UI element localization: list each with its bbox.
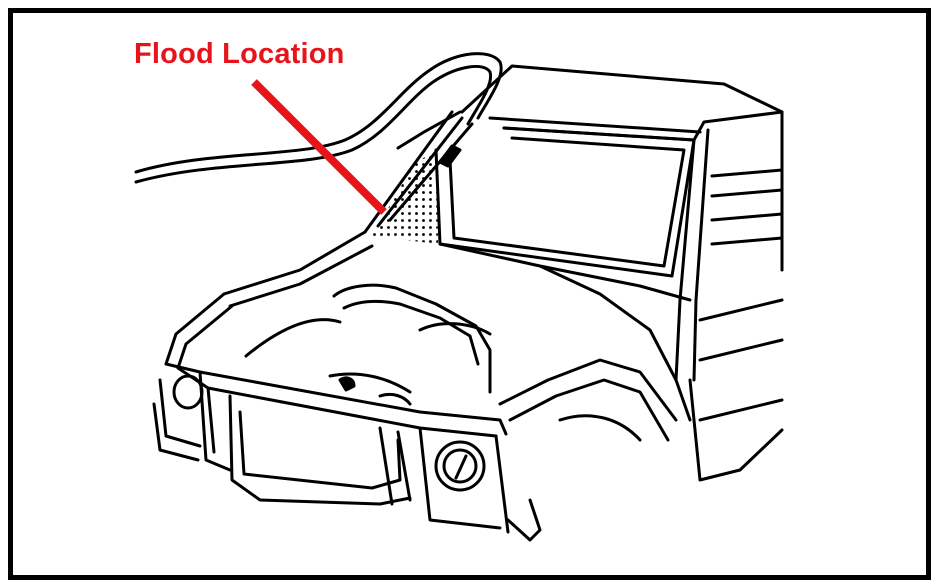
side-frame	[674, 110, 784, 482]
engine-bay	[244, 283, 492, 406]
windshield-frame	[434, 126, 696, 278]
cowl-panel	[164, 230, 692, 370]
radiator-support	[164, 362, 542, 542]
fender-apron	[498, 264, 692, 442]
flood-area-patch	[372, 150, 438, 244]
flood-location-label: Flood Location	[134, 38, 345, 70]
headlamp-right	[434, 440, 486, 492]
pillar-clip	[438, 144, 462, 168]
callout-leader-line	[251, 79, 387, 215]
headlamp-left	[152, 374, 204, 462]
drain-hose	[134, 52, 503, 184]
